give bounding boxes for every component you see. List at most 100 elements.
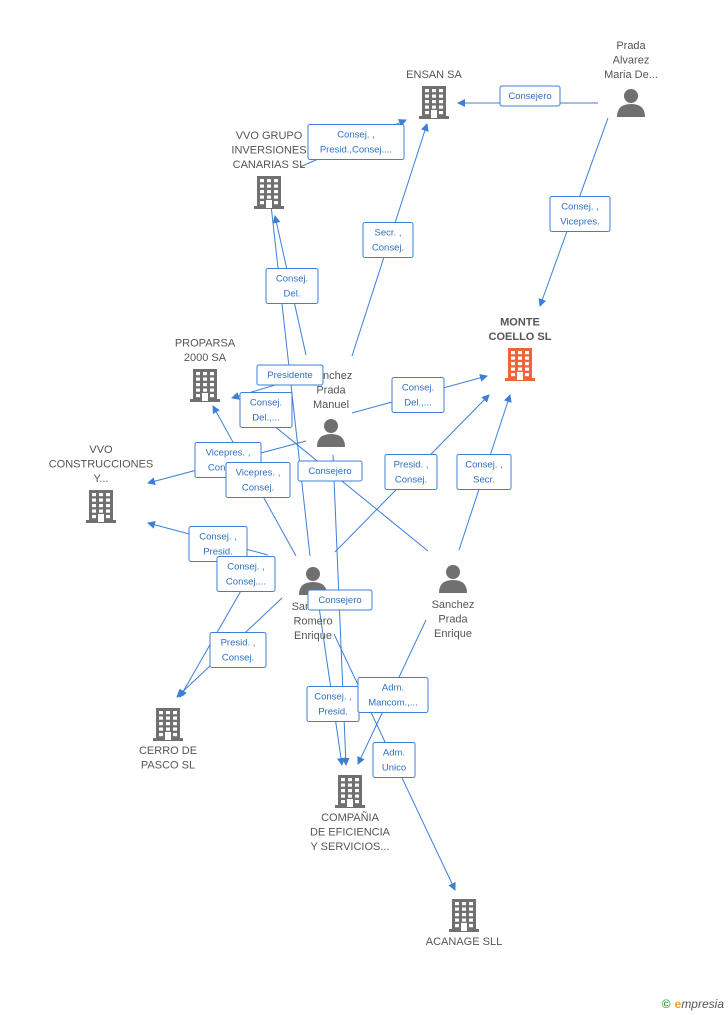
building-icon <box>449 899 479 932</box>
person-icon <box>617 89 645 117</box>
edge-label-text: Vicepres. , <box>206 448 251 459</box>
node-label: ACANAGE SLL <box>426 936 502 948</box>
edge-label-sanchez_romero-monte_coello[interactable]: Presid. ,Consej. <box>384 454 438 490</box>
edge-label-sanchez_romero-vvo_construcciones[interactable]: Consej. , Presid. <box>188 526 248 562</box>
node-label: Prada <box>316 385 346 397</box>
node-label: Maria De... <box>604 69 658 81</box>
edge-label-text: Del.,... <box>404 398 431 409</box>
edge-label-text: Secr. , <box>375 228 402 239</box>
edge-label-text: Presid. <box>318 707 348 718</box>
building-icon <box>254 176 284 209</box>
edge-label-text: Presidente <box>267 370 312 381</box>
edge-label-text: Consej. <box>242 483 274 494</box>
node-label: VVO <box>89 444 113 456</box>
brand-logo: empresia <box>674 997 724 1011</box>
company-node-proparsa[interactable]: PROPARSA 2000 SA <box>175 338 236 403</box>
edge-label-text: Del.,... <box>252 413 279 424</box>
edge-label-text: Consej.... <box>226 577 266 588</box>
node-label: Prada <box>438 614 468 626</box>
edge-label-text: Consejero <box>508 91 551 102</box>
edge-label-sanchez_romero-proparsa[interactable]: Consej. Del.,... <box>239 392 293 428</box>
company-node-vvo_grupo[interactable]: VVO GRUPO INVERSIONES CANARIAS SL <box>231 130 307 209</box>
node-label: Alvarez <box>613 55 650 67</box>
node-label: MONTE <box>500 317 540 329</box>
edge-label-text: Mancom.,... <box>368 698 418 709</box>
edge-label-text: Consej. , <box>465 460 503 471</box>
edge-label-text: Consej. , <box>227 562 265 573</box>
building-icon <box>190 369 220 402</box>
node-label: CONSTRUCCIONES <box>49 459 154 471</box>
edge-label-text: Consej. <box>402 383 434 394</box>
edge-label-text: Consej. , <box>337 130 375 141</box>
node-label: Enrique <box>434 628 472 640</box>
building-icon <box>505 348 535 381</box>
node-label: PROPARSA <box>175 338 236 350</box>
node-label: ENSAN SA <box>406 69 462 81</box>
edge-label-sanchez_manuel-monte_coello[interactable]: Consej. Del.,... <box>391 377 445 413</box>
edge-label-text: Unico <box>382 763 406 774</box>
edge-label-text: Del. <box>284 289 301 300</box>
node-label: VVO GRUPO <box>236 130 303 142</box>
node-label: CANARIAS SL <box>233 159 306 171</box>
edge-label-sanchez_enrique-monte_coello[interactable]: Consej. , Secr. <box>456 454 512 490</box>
edge-label-text: Adm. <box>382 683 404 694</box>
edge-label-text: Adm. <box>383 748 405 759</box>
node-label: Enrique <box>294 630 332 642</box>
edge-label-text: Consejero <box>318 595 361 606</box>
node-label: CERRO DE <box>139 745 197 757</box>
edge-label-sanchez_romero-cerro[interactable]: Presid. , Consej. <box>209 632 267 668</box>
edge-label-text: Consejero <box>308 466 351 477</box>
edge-label-prada_alvarez-monte_coello[interactable]: Consej. , Vicepres. <box>549 196 611 232</box>
node-label: COELLO SL <box>489 331 552 343</box>
node-label: PASCO SL <box>141 760 195 772</box>
edge-label-text: Consej. <box>222 653 254 664</box>
company-node-vvo_construcciones[interactable]: VVOCONSTRUCCIONESY... <box>49 444 154 523</box>
node-label: Prada <box>616 40 646 52</box>
node-label: Y SERVICIOS... <box>310 841 389 853</box>
edge-label-text: Consej. <box>250 398 282 409</box>
edge-label-sanchez_enrique-compania[interactable]: Adm. Mancom.,... <box>357 677 429 713</box>
edge-label-text: Consej. , <box>314 692 352 703</box>
node-label: 2000 SA <box>184 352 227 364</box>
edge-label-sanchez_enrique-proparsa[interactable]: Vicepres. , Consej. <box>225 462 291 498</box>
edge-label-sanchez_romero-acanage[interactable]: Adm. Unico <box>372 742 416 778</box>
edge-label-text: Consej. , <box>561 202 599 213</box>
edge-label-sanchez_manuel-cerro[interactable]: Consej. , Consej.... <box>216 556 276 592</box>
company-node-monte_coello[interactable]: MONTE COELLO SL <box>489 317 552 382</box>
edge-label-sanchez_manuel-vvo_grupo[interactable]: Consej.Del. <box>265 268 319 304</box>
edge-line-sanchez_romero-compania <box>317 599 345 766</box>
edge-label-sanchez_manuel-proparsa[interactable]: Presidente <box>256 364 324 386</box>
node-label: INVERSIONES <box>231 145 306 157</box>
node-label: DE EFICIENCIA <box>310 827 391 839</box>
node-label: Manuel <box>313 399 349 411</box>
company-node-acanage[interactable]: ACANAGE SLL <box>426 899 502 948</box>
edge-label-sanchez_romero-compania[interactable]: Consejero <box>307 589 373 611</box>
empresia-credit[interactable]: ©empresia <box>662 997 724 1011</box>
edge-label-text: Consej. , <box>199 532 237 543</box>
person-node-sanchez_romero[interactable]: SanchezRomeroEnrique <box>292 567 335 642</box>
edge-label-text: Consej. <box>372 243 404 254</box>
node-label: Sanchez <box>432 599 475 611</box>
edge-label-sanchez_manuel-compania[interactable]: Consejero <box>297 460 363 482</box>
edge-label-text: Vicepres. , <box>236 468 281 479</box>
edge-label-prada_alvarez-ensan[interactable]: Consejero <box>499 85 561 107</box>
edge-label-text: Vicepres. <box>560 217 599 228</box>
edge-label-sanchez_romero-vvo_grupo[interactable]: Consej. , Presid.,Consej.... <box>307 124 405 160</box>
company-node-ensan[interactable]: ENSAN SA <box>406 69 462 119</box>
edge-label-text: Presid.,Consej.... <box>320 145 392 156</box>
person-icon <box>317 419 345 447</box>
edge-label-sanchez_manuel-ensan[interactable]: Secr. , Consej. <box>362 222 414 258</box>
edge-label-text: Presid. , <box>221 638 256 649</box>
building-icon <box>419 86 449 119</box>
edge-label-sanchez_romero-compania[interactable]: Consej. , Presid. <box>306 686 360 722</box>
edge-label-text: Secr. <box>473 475 495 486</box>
company-node-cerro[interactable]: CERRO DE PASCO SL <box>139 708 197 772</box>
building-icon <box>153 708 183 741</box>
edge-label-text: Presid. <box>203 547 233 558</box>
